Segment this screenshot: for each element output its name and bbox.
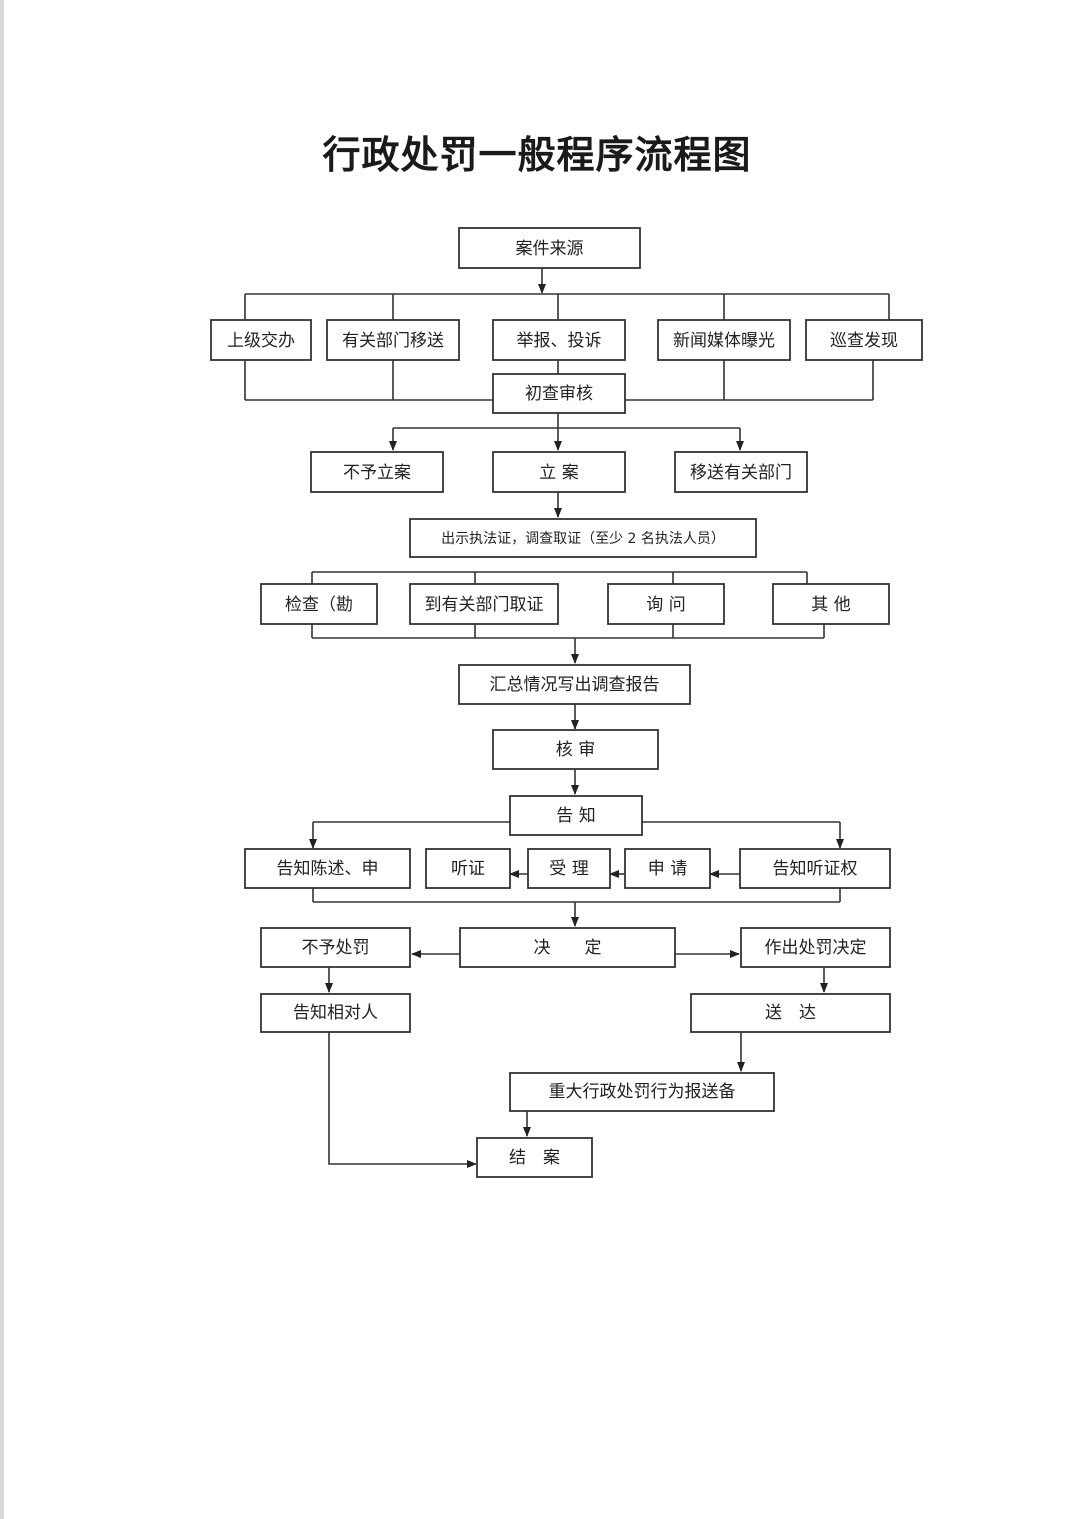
node-label: 告 知 [556,806,595,826]
node-inspection: 检查（勘 [260,583,378,625]
node-dept-transfer: 有关部门移送 [326,319,460,361]
node-label: 核 审 [556,740,595,760]
node-label: 移送有关部门 [690,463,792,483]
node-deliver: 送 达 [690,993,891,1033]
node-transfer-dept: 移送有关部门 [674,451,808,493]
node-label: 结 案 [509,1148,560,1168]
node-label: 听证 [451,859,485,879]
node-label: 决 定 [534,938,602,958]
node-notify-party: 告知相对人 [260,993,411,1033]
node-label: 检查（勘 [285,595,353,615]
node-preliminary-review: 初查审核 [492,373,626,414]
node-label: 申 请 [648,859,687,879]
node-label: 询 问 [646,595,685,615]
node-major-filing: 重大行政处罚行为报送备 [509,1072,775,1112]
node-label: 到有关部门取证 [425,595,544,615]
node-case-source: 案件来源 [458,227,641,269]
connectors [244,268,890,1168]
node-label: 上级交办 [227,331,295,351]
node-apply: 申 请 [624,848,711,889]
node-label: 受 理 [549,859,588,879]
node-label: 告知听证权 [773,859,858,879]
node-notify: 告 知 [509,795,643,836]
node-label: 新闻媒体曝光 [673,331,775,351]
node-report-complaint: 举报、投诉 [492,319,626,361]
node-other: 其 他 [772,583,890,625]
node-label: 送 达 [765,1003,816,1023]
node-notify-hearing-right: 告知听证权 [739,848,891,889]
node-label: 立 案 [539,463,578,483]
node-label: 重大行政处罚行为报送备 [549,1082,736,1102]
node-label: 不予立案 [343,463,411,483]
node-label: 告知陈述、申 [277,859,379,879]
node-label: 初查审核 [525,384,593,404]
node-no-penalty: 不予处罚 [260,927,411,968]
node-label: 告知相对人 [293,1003,378,1023]
node-show-certificate: 出示执法证，调查取证（至少 2 名执法人员） [409,518,757,558]
node-superior-assign: 上级交办 [210,319,312,361]
node-decision: 决 定 [459,927,676,968]
node-label: 其 他 [811,595,850,615]
node-label: 举报、投诉 [517,331,602,351]
node-file-case: 立 案 [492,451,626,493]
node-no-case: 不予立案 [310,451,444,493]
node-patrol-discovery: 巡查发现 [805,319,923,361]
node-label: 巡查发现 [830,331,898,351]
node-close-case: 结 案 [476,1137,593,1178]
node-accept: 受 理 [527,848,611,889]
node-label: 作出处罚决定 [765,938,867,958]
node-label: 有关部门移送 [342,331,444,351]
node-summary-report: 汇总情况写出调查报告 [458,664,691,705]
node-inquiry: 询 问 [607,583,725,625]
node-notify-statement: 告知陈述、申 [244,848,411,889]
page-edge [0,0,4,1519]
node-review: 核 审 [492,729,659,770]
node-media-exposure: 新闻媒体曝光 [657,319,791,361]
node-label: 出示执法证，调查取证（至少 2 名执法人员） [441,531,725,547]
node-dept-evidence: 到有关部门取证 [409,583,559,625]
node-hearing: 听证 [425,848,511,889]
node-label: 不予处罚 [302,938,370,958]
page-title: 行政处罚一般程序流程图 [322,133,752,177]
node-label: 案件来源 [516,239,584,259]
node-make-decision: 作出处罚决定 [740,927,891,968]
node-label: 汇总情况写出调查报告 [490,675,660,695]
